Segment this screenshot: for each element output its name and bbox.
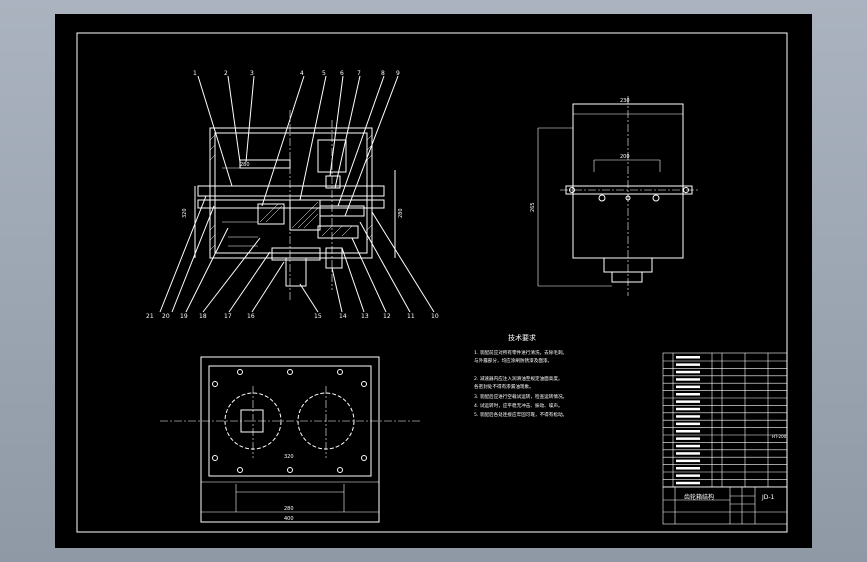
svg-text:20: 20 <box>162 313 170 320</box>
parts-list-cell-text <box>676 370 700 374</box>
top-dimensions: 320 280 400 <box>284 454 294 522</box>
svg-text:2. 减速器内应注入润滑油至规定油面高度。: 2. 减速器内应注入润滑油至规定油面高度。 <box>474 375 563 382</box>
svg-text:21: 21 <box>146 313 154 320</box>
section-dimensions: 320 280 280 <box>182 162 404 218</box>
sheet-border <box>76 32 788 533</box>
svg-text:16: 16 <box>247 313 255 320</box>
parts-list-cell-text <box>676 474 700 477</box>
svg-text:320: 320 <box>284 454 294 460</box>
parts-list-table <box>662 352 788 488</box>
svg-text:19: 19 <box>180 313 188 320</box>
svg-text:13: 13 <box>361 313 369 320</box>
svg-text:265: 265 <box>530 202 536 212</box>
svg-text:230: 230 <box>620 98 630 104</box>
svg-text:4: 4 <box>300 70 304 77</box>
svg-text:15: 15 <box>314 313 322 320</box>
svg-text:3. 装配后应进行空载试运转，检查运转情况。: 3. 装配后应进行空载试运转，检查运转情况。 <box>474 393 567 400</box>
title-block-text: 齿轮箱结构 JD-1 HT-200 <box>684 434 787 501</box>
section-part-numbers: 1 2 3 4 5 6 7 8 9 21 20 19 18 17 16 15 1… <box>146 70 439 320</box>
drawing-title: 齿轮箱结构 <box>684 493 714 501</box>
svg-text:与外露部分，均应涂刷防锈漆及面漆。: 与外露部分，均应涂刷防锈漆及面漆。 <box>474 357 552 364</box>
parts-list-cell-text <box>676 415 700 418</box>
svg-text:10: 10 <box>431 313 439 320</box>
svg-text:17: 17 <box>224 313 232 320</box>
svg-text:2: 2 <box>224 70 228 77</box>
parts-list-cell-text <box>676 481 700 485</box>
svg-text:4. 试运转时，应平稳无冲击、振动、噪声。: 4. 试运转时，应平稳无冲击、振动、噪声。 <box>474 402 563 409</box>
parts-list-cell-text <box>676 363 700 366</box>
parts-list-cell-text <box>676 422 700 426</box>
svg-text:8: 8 <box>381 70 385 77</box>
parts-list-cell-text <box>676 356 700 359</box>
svg-text:280: 280 <box>398 208 404 218</box>
svg-text:5: 5 <box>322 70 326 77</box>
parts-list-cell-text <box>676 400 700 403</box>
svg-text:11: 11 <box>407 313 415 320</box>
svg-text:12: 12 <box>383 313 391 320</box>
svg-text:3: 3 <box>250 70 254 77</box>
svg-text:1: 1 <box>193 70 197 77</box>
parts-list-cell-text <box>676 430 700 433</box>
parts-list-cell-text <box>676 393 700 396</box>
drawing-code: JD-1 <box>761 494 775 501</box>
svg-text:200: 200 <box>620 154 630 160</box>
svg-text:320: 320 <box>182 208 188 218</box>
svg-text:5. 装配后各处连接应牢固可靠，不得有松动。: 5. 装配后各处连接应牢固可靠，不得有松动。 <box>474 411 567 418</box>
title-block <box>662 486 788 525</box>
material-code: HT-200 <box>772 434 787 439</box>
tech-notes: 技术要求 1. 装配前应对所有零件进行清洗，去除毛刺。 与外露部分，均应涂刷防锈… <box>474 333 567 418</box>
side-view <box>537 96 698 296</box>
svg-text:14: 14 <box>339 313 347 320</box>
svg-text:400: 400 <box>284 516 294 522</box>
svg-text:各密封处不得有渗漏油现象。: 各密封处不得有渗漏油现象。 <box>474 383 534 390</box>
parts-list-cell-text <box>676 459 700 463</box>
svg-text:1. 装配前应对所有零件进行清洗，去除毛刺。: 1. 装配前应对所有零件进行清洗，去除毛刺。 <box>474 349 567 356</box>
parts-list-cell-text <box>676 467 700 470</box>
parts-list-cell-text <box>676 444 700 448</box>
parts-list-cell-text <box>676 385 700 389</box>
svg-text:18: 18 <box>199 313 207 320</box>
svg-text:280: 280 <box>284 506 294 512</box>
side-dimensions: 230 200 265 <box>530 98 630 212</box>
parts-list-cell-text <box>676 378 700 381</box>
parts-list-cell-text <box>676 452 700 455</box>
drawing-canvas[interactable] <box>55 14 812 548</box>
parts-list-cell-text <box>676 437 700 440</box>
svg-text:9: 9 <box>396 70 400 77</box>
section-view <box>159 75 435 313</box>
svg-text:6: 6 <box>340 70 344 77</box>
tech-notes-title: 技术要求 <box>508 333 536 342</box>
parts-list-cell-text <box>676 407 700 411</box>
top-view <box>160 356 420 523</box>
svg-text:280: 280 <box>240 162 250 168</box>
svg-text:7: 7 <box>357 70 361 77</box>
